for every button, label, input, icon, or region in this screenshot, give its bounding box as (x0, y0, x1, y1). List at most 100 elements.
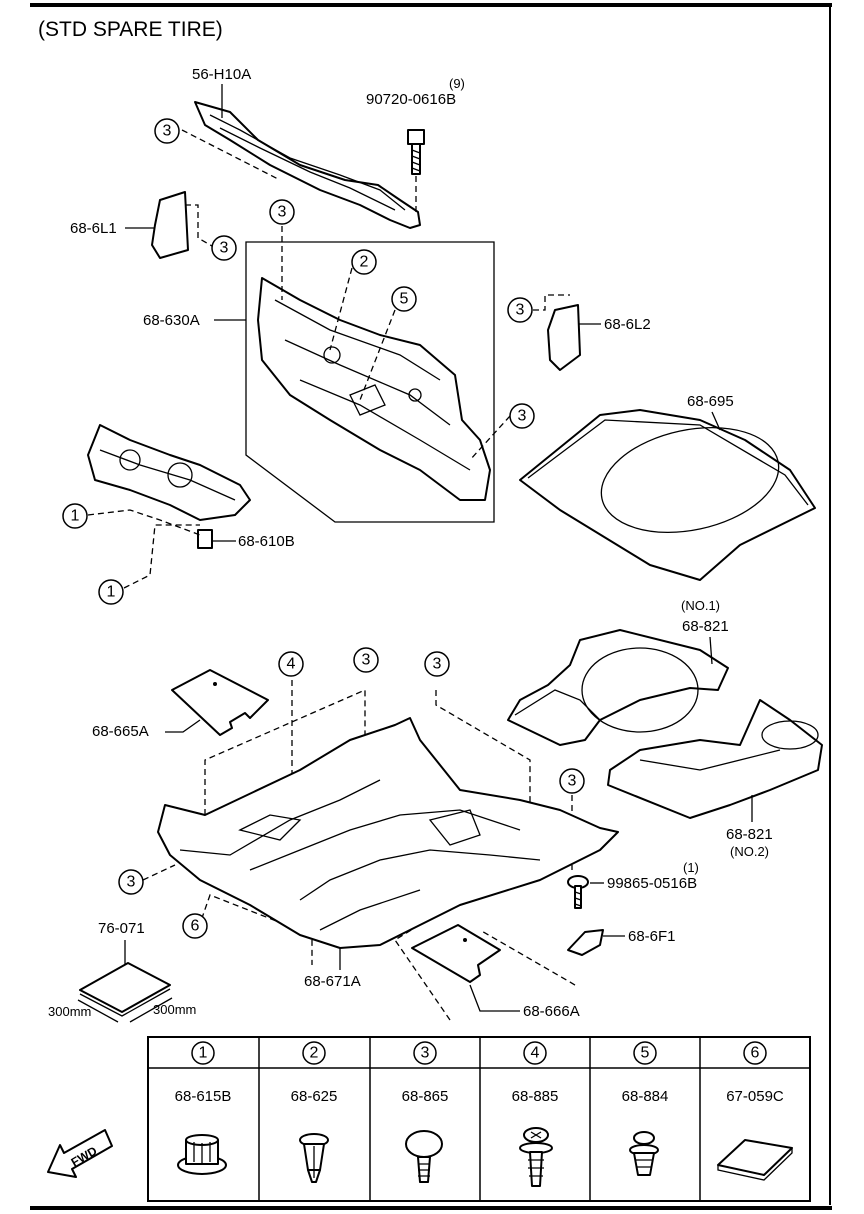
legend-header-6: 6 (743, 1041, 767, 1065)
label-68-666a: 68-666A (523, 1003, 580, 1020)
svg-text:3: 3 (518, 408, 527, 425)
grommet-clip-icon (629, 1131, 659, 1176)
ref-circle-5: 5 (391, 286, 417, 312)
ref-circle-1: 1 (62, 503, 88, 529)
leader-68-666a (469, 984, 520, 1012)
part-68-6l2 (547, 304, 581, 371)
label-68-671a: 68-671A (304, 973, 361, 990)
note-68-821-no2: (NO.2) (730, 844, 769, 859)
dim-label-b: 300mm (153, 1002, 196, 1017)
svg-text:1: 1 (71, 508, 80, 525)
label-68-821-no2: 68-821 (726, 826, 773, 843)
pad-68-665a (171, 669, 269, 736)
label-56-h10a: 56-H10A (192, 66, 251, 83)
label-99865: 99865-0516B (607, 875, 697, 892)
label-76-071: 76-071 (98, 920, 145, 937)
dash-68-6l1 (185, 204, 213, 247)
screw-99865 (567, 875, 589, 909)
label-68-630a: 68-630A (143, 312, 200, 329)
svg-text:1: 1 (107, 584, 116, 601)
pad-68-666a (411, 924, 501, 983)
part-68-6f1 (567, 929, 604, 956)
legend-part-2: 68-625 (291, 1088, 338, 1105)
rivet-clip-icon (299, 1133, 329, 1183)
diagram-title: (STD SPARE TIRE) (38, 18, 223, 41)
legend-table (147, 1036, 811, 1202)
dash-insulator-frame (245, 241, 495, 523)
ref-circle-3: 3 (269, 199, 295, 225)
legend-header-5: 5 (633, 1041, 657, 1065)
legend-header-2: 2 (302, 1041, 326, 1065)
qty-90720: (9) (449, 76, 465, 91)
dash-insulator-68-630a (257, 277, 491, 501)
legend-header-1: 1 (191, 1041, 215, 1065)
svg-text:4: 4 (287, 656, 296, 673)
ref-circle-3: 3 (509, 403, 535, 429)
legend-part-4: 68-885 (512, 1088, 559, 1105)
note-68-821-no1: (NO.1) (681, 598, 720, 613)
leader-68-695 (711, 411, 721, 431)
svg-text:6: 6 (751, 1045, 760, 1062)
dash-ref3-d (142, 864, 176, 881)
insulator-56-h10a (194, 101, 421, 229)
mushroom-clip-icon (405, 1130, 443, 1183)
leader-68-665a (165, 719, 201, 733)
svg-text:3: 3 (516, 302, 525, 319)
legend-header-3: 3 (413, 1041, 437, 1065)
part-68-6l1 (151, 191, 189, 259)
label-68-821-no1: 68-821 (682, 618, 729, 635)
label-68-610b: 68-610B (238, 533, 295, 550)
label-68-6f1: 68-6F1 (628, 928, 676, 945)
felt-sheet-76-071 (79, 962, 171, 1017)
svg-text:5: 5 (641, 1045, 650, 1062)
floor-mat-68-671a (157, 717, 619, 949)
insulator-68-610b (87, 424, 251, 549)
svg-text:4: 4 (531, 1045, 540, 1062)
label-68-6l1: 68-6L1 (70, 220, 117, 237)
leader-68-821-no1 (709, 636, 713, 665)
label-68-6l2: 68-6L2 (604, 316, 651, 333)
svg-text:3: 3 (163, 123, 172, 140)
svg-text:1: 1 (199, 1045, 208, 1062)
svg-text:6: 6 (191, 918, 200, 935)
legend-header-4: 4 (523, 1041, 547, 1065)
legend-part-6: 67-059C (726, 1088, 784, 1105)
ref-circle-3: 3 (211, 235, 237, 261)
dash-ref1-a (87, 509, 201, 536)
dash-mat-a (204, 689, 366, 825)
push-clip-icon (177, 1134, 227, 1175)
ref-circle-2: 2 (351, 249, 377, 275)
legend-part-5: 68-884 (622, 1088, 669, 1105)
christmas-tree-clip-icon (519, 1127, 553, 1187)
dash-ref2 (329, 267, 353, 351)
dash-66a (394, 899, 461, 1021)
dash-56-h10a (181, 129, 281, 181)
ref-circle-6: 6 (182, 913, 208, 939)
svg-text:3: 3 (127, 874, 136, 891)
dash-ref5 (359, 309, 396, 401)
trunk-board-68-821-no1 (507, 629, 729, 746)
felt-pad-icon (717, 1139, 793, 1181)
fwd-arrow-icon: FWD (47, 1129, 113, 1178)
dash-ref1-b (123, 524, 200, 589)
svg-text:3: 3 (421, 1045, 430, 1062)
svg-text:3: 3 (362, 652, 371, 669)
legend-part-1: 68-615B (175, 1088, 232, 1105)
bolt-90720 (407, 129, 425, 175)
ref-circle-3: 3 (559, 768, 585, 794)
ref-circle-1: 1 (98, 579, 124, 605)
ref-circle-3: 3 (118, 869, 144, 895)
ref-circle-3: 3 (353, 647, 379, 673)
qty-99865: (1) (683, 860, 699, 875)
trunk-mat-68-695 (519, 409, 816, 581)
ref-circle-4: 4 (278, 651, 304, 677)
svg-text:5: 5 (400, 291, 409, 308)
ref-circle-3: 3 (424, 651, 450, 677)
svg-text:3: 3 (220, 240, 229, 257)
svg-text:3: 3 (278, 204, 287, 221)
svg-text:3: 3 (568, 773, 577, 790)
dash-68-6l2 (533, 294, 570, 311)
legend-part-3: 68-865 (402, 1088, 449, 1105)
svg-text:3: 3 (433, 656, 442, 673)
